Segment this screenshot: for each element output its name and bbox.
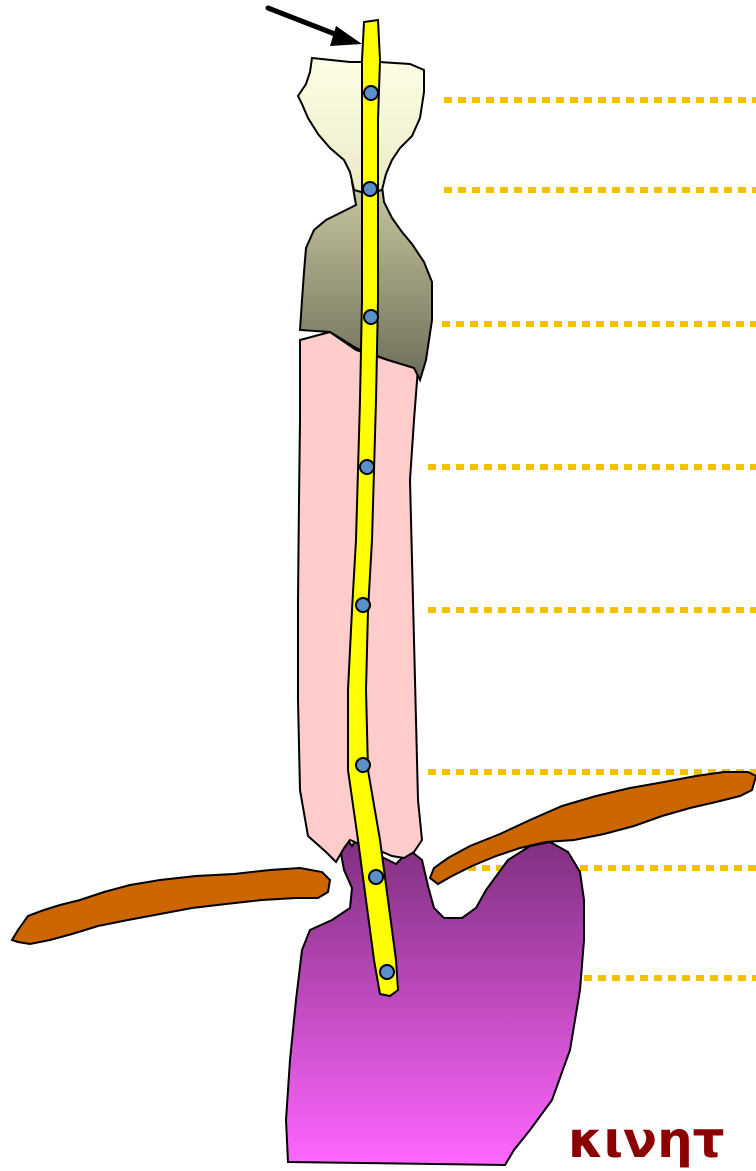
sensor-dot-icon	[356, 598, 370, 612]
caption-text: κινητ	[568, 1112, 725, 1168]
arrow-icon	[268, 8, 362, 46]
sensor-dot-icon	[369, 870, 383, 884]
sensor-dot-icon	[356, 758, 370, 772]
stomach	[286, 838, 584, 1165]
sensor-dot-icon	[360, 460, 374, 474]
sensor-dot-icon	[364, 86, 378, 100]
sensor-dot-icon	[364, 310, 378, 324]
diaphragm-left	[12, 868, 330, 944]
sensor-dot-icon	[380, 965, 394, 979]
sensor-dot-icon	[363, 182, 377, 196]
